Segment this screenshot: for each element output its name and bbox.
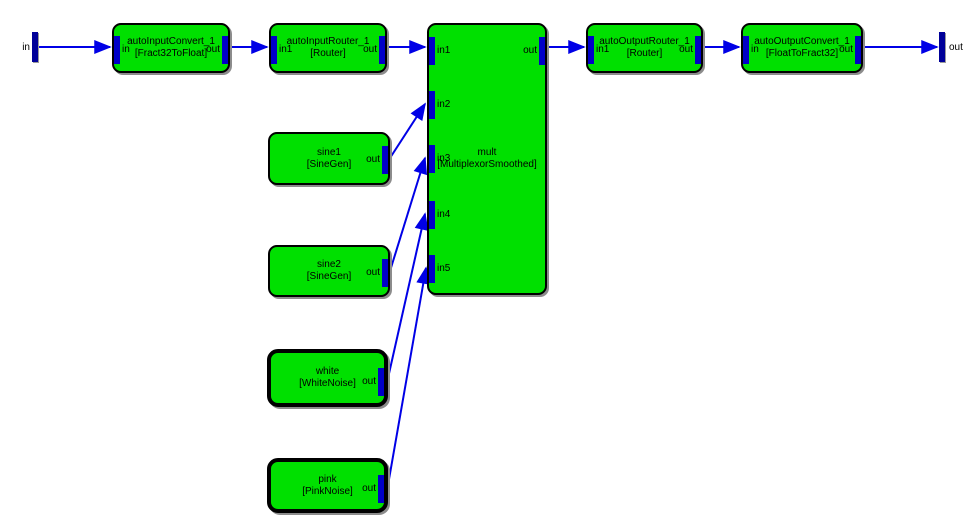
block-autoInputConvert_1[interactable]: autoInputConvert_1[Fract32ToFloat] in out <box>112 23 230 73</box>
block-type: [Router] <box>310 48 346 59</box>
block-type: [SineGen] <box>306 271 352 282</box>
block-name: sine2 <box>317 259 341 270</box>
block-type: [FloatToFract32] <box>765 48 839 59</box>
block-autoOutputConvert_1[interactable]: autoOutputConvert_1[FloatToFract32] in out <box>741 23 863 73</box>
pin-sine2-out[interactable] <box>382 259 388 287</box>
pin-label: in <box>751 44 759 55</box>
block-name: autoInputConvert_1 <box>127 36 215 47</box>
pin-autoInputRouter_1-out[interactable] <box>379 36 385 64</box>
pin-label: out <box>366 154 380 165</box>
block-sine1[interactable]: sine1[SineGen] out <box>268 132 390 185</box>
wire-pink-to-mult.in5[interactable] <box>387 266 431 486</box>
pin-autoOutputRouter_1-in1[interactable] <box>588 36 594 64</box>
pin-autoInputRouter_1-in1[interactable] <box>271 36 277 64</box>
pin-label: in4 <box>437 209 451 220</box>
pin-label: in5 <box>437 263 451 274</box>
block-autoOutputRouter_1[interactable]: autoOutputRouter_1[Router] in1 out <box>586 23 703 73</box>
pin-autoInputConvert_1-out[interactable] <box>222 36 228 64</box>
pin-label: in <box>122 44 130 55</box>
pin-mult-in4[interactable] <box>429 201 435 229</box>
wire-sine2-to-mult.in3[interactable] <box>389 156 428 272</box>
pin-label: out <box>362 483 376 494</box>
pin-label: in1 <box>279 44 293 55</box>
block-white[interactable]: white[WhiteNoise] out <box>267 349 388 407</box>
pin-label: in2 <box>437 99 451 110</box>
block-type: [MultiplexorSmoothed] <box>437 159 537 170</box>
pin-autoInputConvert_1-in[interactable] <box>114 36 120 64</box>
pin-label: in1 <box>437 45 451 56</box>
pin-mult-in2[interactable] <box>429 91 435 119</box>
wire-sine1-to-mult.in2[interactable] <box>389 102 426 159</box>
pin-autoOutputConvert_1-out[interactable] <box>855 36 861 64</box>
pin-autoOutputConvert_1-in[interactable] <box>743 36 749 64</box>
pin-label: in1 <box>596 44 610 55</box>
pin-white-out[interactable] <box>378 368 384 396</box>
pin-label: out <box>362 376 376 387</box>
pin-label: out <box>366 267 380 278</box>
pin-label: out <box>363 44 377 55</box>
in-terminal-pin[interactable] <box>32 32 38 62</box>
block-type: [Fract32ToFloat] <box>134 48 208 59</box>
in-terminal-label: in <box>22 42 30 53</box>
block-sine2[interactable]: sine2[SineGen] out <box>268 245 390 297</box>
out-terminal-label: out <box>949 42 963 53</box>
pin-label: in3 <box>437 153 451 164</box>
block-name: autoOutputConvert_1 <box>754 36 850 47</box>
pin-label: out <box>679 44 693 55</box>
block-name: white <box>315 366 340 377</box>
block-name: autoOutputRouter_1 <box>599 36 690 47</box>
pin-mult-in3[interactable] <box>429 145 435 173</box>
block-mult[interactable]: mult[MultiplexorSmoothed] in1 in2 in3 in4 in5… <box>427 23 547 295</box>
block-name: sine1 <box>317 146 341 158</box>
block-name: pink <box>318 473 337 485</box>
pin-sine1-out[interactable] <box>382 146 388 174</box>
pin-mult-in5[interactable] <box>429 255 435 283</box>
wire-white-to-mult.in4[interactable] <box>387 212 429 379</box>
block-type: [WhiteNoise] <box>299 378 356 389</box>
block-autoInputRouter_1[interactable]: autoInputRouter_1[Router] in1 out <box>269 23 387 73</box>
block-type: [PinkNoise] <box>302 485 353 497</box>
block-type: [Router] <box>626 48 663 59</box>
pin-autoOutputRouter_1-out[interactable] <box>695 36 701 64</box>
pin-label: out <box>206 44 220 55</box>
pin-label: out <box>523 45 537 56</box>
pin-mult-out[interactable] <box>539 37 545 65</box>
block-pink[interactable]: pink[PinkNoise] out <box>267 458 388 513</box>
pin-pink-out[interactable] <box>378 475 384 503</box>
block-name: autoInputRouter_1 <box>286 36 370 47</box>
pin-mult-in1[interactable] <box>429 37 435 65</box>
block-name: mult <box>477 147 497 158</box>
block-type: [SineGen] <box>306 158 352 170</box>
out-terminal-pin[interactable] <box>939 32 945 62</box>
pin-label: out <box>839 44 853 55</box>
